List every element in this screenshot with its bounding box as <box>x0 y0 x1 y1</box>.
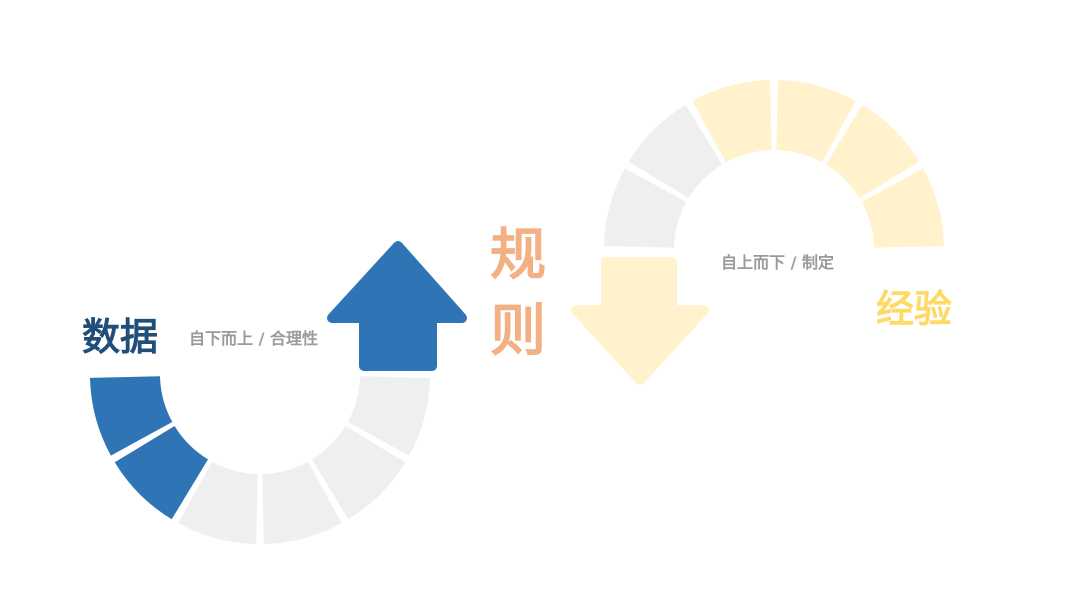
rule-label-char-1: 规 <box>490 223 546 288</box>
top-down-arc-segment-2 <box>826 104 920 198</box>
rule-label-char-2: 则 <box>490 299 546 364</box>
data-label: 数据 <box>82 315 159 359</box>
bottom-up-arc-segment-6 <box>347 376 430 456</box>
bottom-up-arc-segment-2 <box>114 426 208 520</box>
bottom-up-arc-segment-1 <box>90 376 173 456</box>
top-down-arc-segment-1 <box>861 168 944 248</box>
top-down-arc <box>604 80 944 248</box>
top-down-arc-segment-6 <box>604 168 687 248</box>
top-down-arc-segment-4 <box>692 80 772 163</box>
top-down-arc-segment-5 <box>628 104 722 198</box>
bottom-up-arc-segment-3 <box>178 461 258 544</box>
bottom-up-caption: 自下而上 / 合理性 <box>189 329 318 348</box>
down-arrow-icon <box>571 257 709 385</box>
bottom-up-arc-segment-5 <box>312 426 406 520</box>
bottom-up-arc-segment-4 <box>262 461 342 544</box>
top-down-caption: 自上而下 / 制定 <box>721 253 834 272</box>
bottom-up-arc <box>90 376 430 544</box>
up-arrow-icon <box>327 241 467 371</box>
experience-label: 经验 <box>876 287 953 331</box>
top-down-arc-segment-3 <box>776 80 856 163</box>
